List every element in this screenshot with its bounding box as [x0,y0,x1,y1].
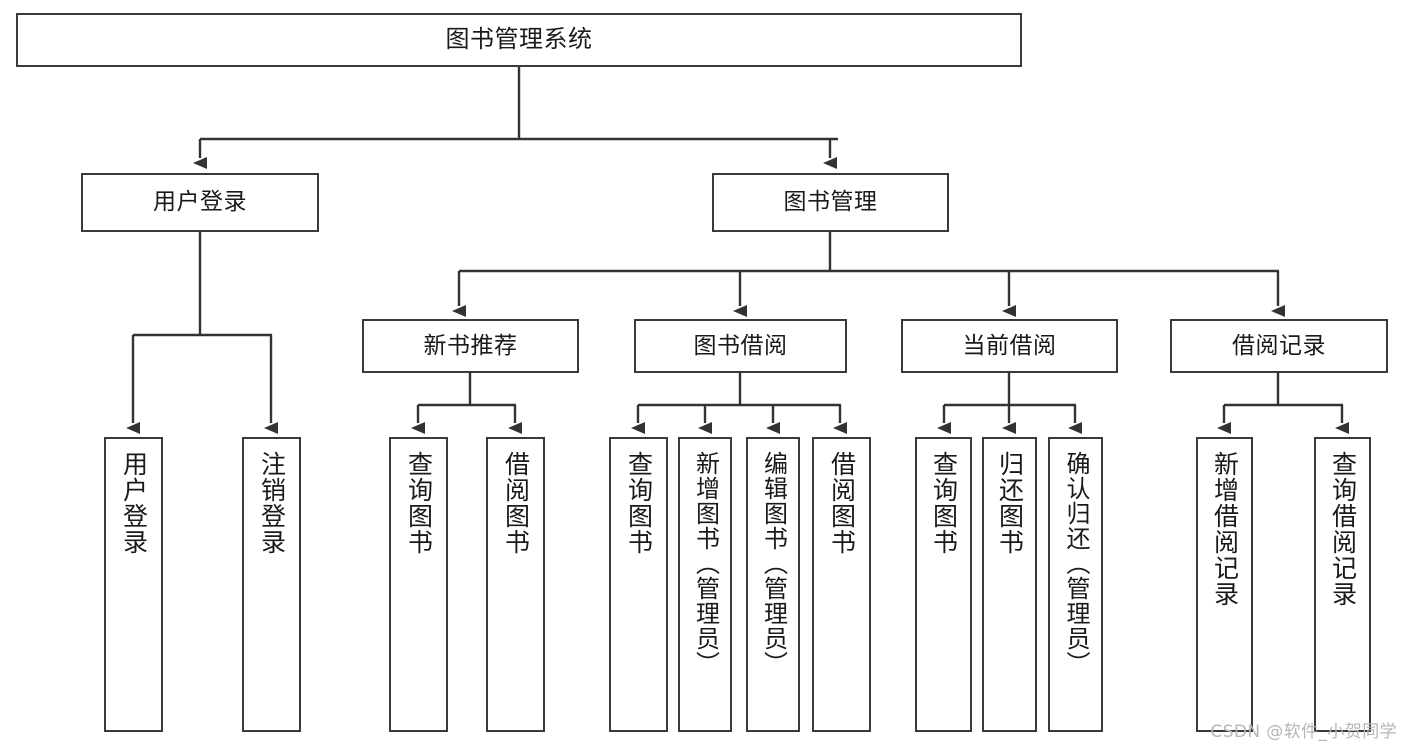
node-book-management[interactable]: 图书管理 [712,173,949,232]
node-label: 新增借阅记录 [1210,451,1240,607]
node-label: 借阅记录 [1232,332,1326,359]
node-label: 注销登录 [257,451,287,555]
node-book-borrow[interactable]: 图书借阅 [634,319,847,373]
leaf-borrow-query-book[interactable]: 查询图书 [609,437,668,732]
node-label: 查询借阅记录 [1328,451,1358,607]
node-label: 查询图书 [404,451,434,555]
node-root-book-management-system[interactable]: 图书管理系统 [16,13,1022,67]
leaf-new-book-query[interactable]: 查询图书 [389,437,448,732]
node-label: 用户登录 [153,189,247,216]
node-new-book-recommend[interactable]: 新书推荐 [362,319,579,373]
node-label: 编辑图书（管理员） [759,451,788,676]
node-label: 图书管理 [783,189,878,216]
node-label: 查询图书 [624,451,654,555]
leaf-current-query-book[interactable]: 查询图书 [915,437,972,732]
node-label: 当前借阅 [962,332,1057,359]
leaf-record-query-borrow-record[interactable]: 查询借阅记录 [1314,437,1371,732]
node-label: 新增图书（管理员） [691,451,720,676]
node-borrow-record[interactable]: 借阅记录 [1170,319,1388,373]
node-label: 借阅图书 [827,451,857,555]
node-label: 用户登录 [119,451,149,555]
node-label: 确认归还（管理员） [1061,451,1090,676]
leaf-borrow-borrow-book[interactable]: 借阅图书 [812,437,871,732]
leaf-user-login-signin[interactable]: 用户登录 [104,437,163,732]
node-user-login[interactable]: 用户登录 [81,173,319,232]
leaf-record-add-borrow-record[interactable]: 新增借阅记录 [1196,437,1253,732]
node-label: 查询图书 [929,451,959,555]
leaf-borrow-add-book-admin[interactable]: 新增图书（管理员） [678,437,732,732]
node-label: 图书管理系统 [445,25,593,54]
node-label: 借阅图书 [501,451,531,555]
leaf-user-login-signout[interactable]: 注销登录 [242,437,301,732]
watermark-text: CSDN @软件_小贺同学 [1210,722,1397,742]
node-label: 新书推荐 [423,332,518,359]
leaf-current-return-book[interactable]: 归还图书 [982,437,1037,732]
leaf-new-book-borrow[interactable]: 借阅图书 [486,437,545,732]
leaf-current-confirm-return-admin[interactable]: 确认归还（管理员） [1048,437,1103,732]
node-label: 图书借阅 [693,332,788,359]
node-label: 归还图书 [995,451,1025,555]
node-current-borrow[interactable]: 当前借阅 [901,319,1118,373]
leaf-borrow-edit-book-admin[interactable]: 编辑图书（管理员） [746,437,800,732]
